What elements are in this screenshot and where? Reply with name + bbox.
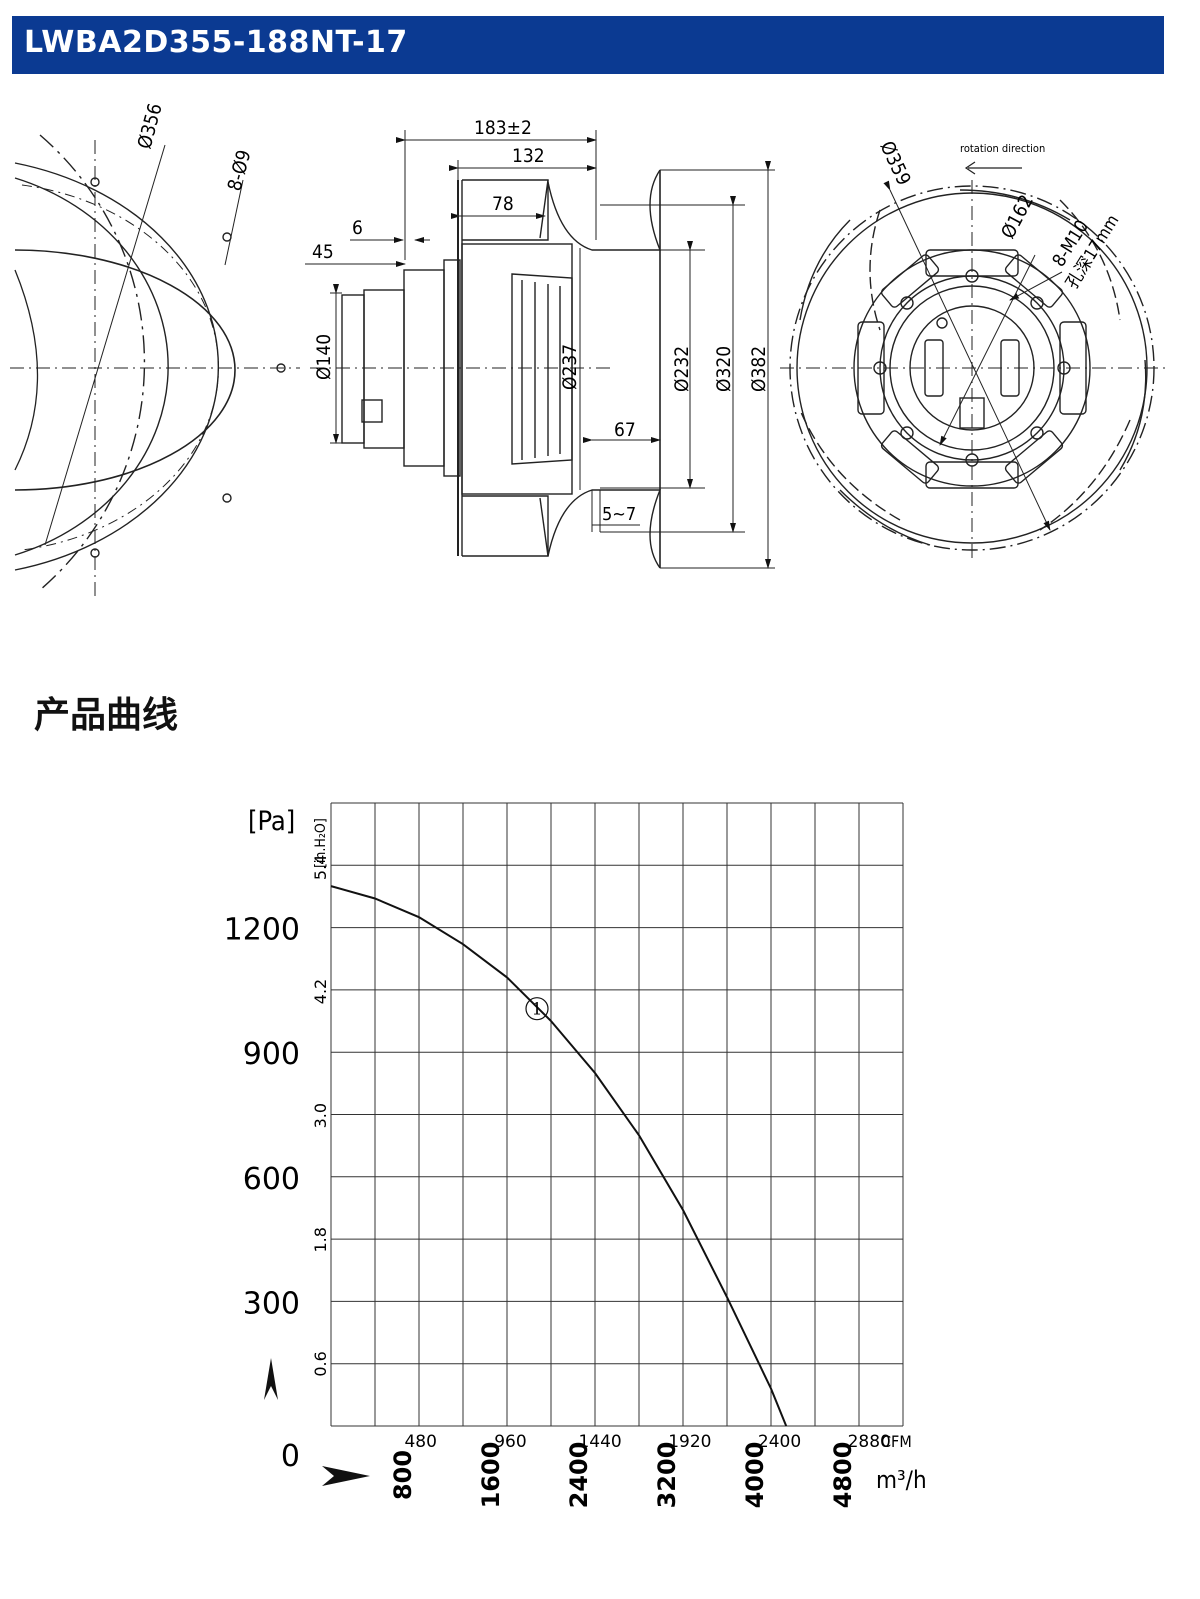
y-tick-label-pa: 900 [243,1037,300,1072]
page-title: LWBA2D355-188NT-17 [24,25,408,60]
section-title-product-curve: 产品曲线 [34,695,179,736]
title-bar [12,16,1164,74]
y-tick-label-inh2o: 4.2 [311,979,330,1004]
dim-diameter-382: Ø382 [748,346,770,392]
x-tick-label-cfm: 480 [404,1432,436,1452]
x-tick-label-m3h: 2400 [565,1442,593,1509]
y-tick-label-pa: 300 [243,1286,300,1321]
right-view [780,161,1165,560]
dim-5-7: 5~7 [602,504,636,525]
curve-label: 1 [532,1000,543,1020]
x-axis-arrow-icon [322,1466,370,1486]
y-tick-label-inh2o: 0.6 [311,1351,330,1376]
dim-78: 78 [492,193,514,215]
dim-6: 6 [352,217,363,239]
x-tick-label-m3h: 4000 [741,1442,769,1509]
dim-diameter-320: Ø320 [713,346,735,392]
technical-drawing: Ø356 8-Ø9 [10,101,1165,600]
y-tick-label-pa: 1200 [224,913,300,948]
dim-45: 45 [312,241,334,263]
y-tick-label-inh2o: 5.4 [311,855,330,880]
y-tick-label-inh2o: 3.0 [311,1103,330,1128]
x-tick-label-cfm: 2880 [848,1432,891,1452]
x-axis-label-cfm: CFM [881,1432,912,1451]
x-axis-label-m3h: m³/h [876,1466,927,1494]
x-tick-label-cfm: 1920 [668,1432,711,1452]
performance-curve-line [330,885,788,1427]
dim-diameter-237: Ø237 [559,344,581,390]
dim-67: 67 [614,419,636,441]
x-tick-label-cfm: 1440 [578,1432,621,1452]
y-axis-arrow-icon [264,1358,278,1400]
y-axis-label-pa: [Pa] [248,806,295,837]
dim-diameter-140: Ø140 [313,334,335,380]
rotation-direction-label: rotation direction [960,142,1045,155]
curve-label-marker [525,997,549,1021]
dim-diameter-232: Ø232 [671,346,693,392]
dim-132: 132 [512,145,545,167]
y-tick-label-inh2o: 1.8 [311,1227,330,1252]
y-tick-label-pa: 600 [243,1162,300,1197]
x-tick-label-m3h: 1600 [477,1442,505,1509]
x-tick-label-m3h: 4800 [829,1442,857,1509]
x-tick-label-cfm: 2400 [758,1432,801,1452]
y-tick-label-pa: 0 [281,1439,300,1474]
left-view [10,134,300,600]
dim-overall-length: 183±2 [474,117,532,139]
y-axis-label-inh2o: [in.H₂O] [313,818,329,868]
side-view [305,130,775,569]
x-tick-label-m3h: 800 [389,1450,417,1500]
x-tick-label-m3h: 3200 [653,1442,681,1509]
x-tick-label-cfm: 960 [494,1432,526,1452]
